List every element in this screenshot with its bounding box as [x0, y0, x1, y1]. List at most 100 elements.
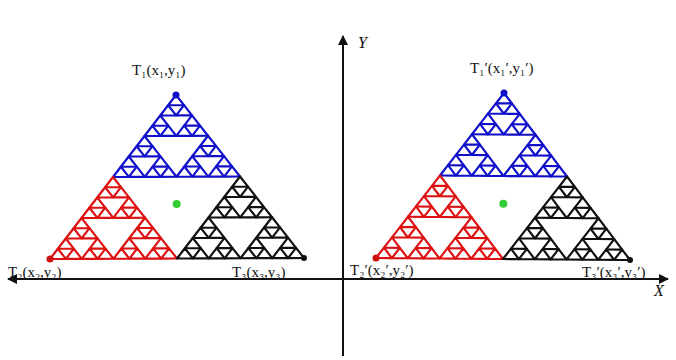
vertex-label: T₂′(x₂′,y₂′): [350, 262, 413, 279]
fractal-triangle: [551, 187, 567, 197]
fractal-triangle: [256, 228, 272, 238]
fractal-triangle: [121, 238, 137, 248]
fractal-triangle: [248, 197, 264, 207]
fractal-triangle: [153, 156, 169, 166]
fractal-triangle: [66, 249, 82, 259]
fractal-triangle: [519, 228, 535, 238]
fractal-triangle: [264, 217, 280, 227]
fractal-triangle: [209, 248, 225, 258]
fractal-triangle: [606, 239, 622, 249]
fractal-triangle: [528, 135, 544, 145]
fractal-triangle: [480, 155, 496, 165]
fractal-triangle: [504, 103, 520, 113]
fractal-triangle: [440, 248, 456, 258]
fractal-triangle: [511, 238, 527, 248]
fractal-triangle: [464, 217, 480, 227]
fractal-triangle: [184, 115, 200, 125]
vertex-dot: [627, 257, 633, 263]
fractal-triangle: [456, 228, 472, 238]
fractal-triangle: [527, 218, 543, 228]
fractal-triangle: [598, 249, 614, 259]
fractal-triangle: [512, 114, 528, 124]
fractal-triangle: [97, 208, 113, 218]
fractal-triangle: [113, 187, 129, 197]
vertex-label: T₁(x₁,y₁): [132, 62, 186, 79]
fractal-triangle: [90, 238, 106, 248]
fractal-triangle: [121, 197, 137, 207]
fractal-triangle: [225, 248, 241, 258]
fractal-triangle: [488, 103, 504, 113]
fractal-triangle: [535, 228, 551, 238]
fractal-triangle: [448, 155, 464, 165]
fractal-triangle: [82, 208, 98, 218]
fractal-triangle: [74, 218, 90, 228]
fractal-triangle: [559, 177, 575, 187]
fractal-triangle: [416, 196, 432, 206]
fractal-triangle: [598, 229, 614, 239]
fractal-triangle: [520, 145, 536, 155]
fractal-triangle: [512, 155, 528, 165]
fractal-triangle: [575, 239, 591, 249]
fractal-triangle: [192, 166, 208, 176]
fractal-triangle: [471, 228, 487, 238]
fractal-triangle: [153, 238, 169, 248]
fractal-triangle: [114, 249, 130, 259]
fractal-triangle: [217, 238, 233, 248]
fractal-triangle: [519, 249, 535, 259]
fractal-triangle: [448, 196, 464, 206]
fractal-triangle: [160, 126, 176, 136]
fractal-triangle: [440, 165, 456, 175]
fractal-triangle: [456, 165, 472, 175]
fractal-triangle: [543, 156, 559, 166]
fractal-triangle: [129, 228, 145, 238]
fractal-triangle: [472, 165, 488, 175]
fractal-triangle: [113, 167, 129, 177]
fractal-triangle: [160, 105, 176, 115]
fractal-triangle: [456, 145, 472, 155]
fractal-triangle: [201, 218, 217, 228]
fractal-triangle: [432, 176, 448, 186]
fractal-triangle: [256, 207, 272, 217]
fractal-triangle: [145, 126, 161, 136]
fractal-triangle: [464, 134, 480, 144]
fractal-triangle: [520, 124, 536, 134]
vertex-dot: [173, 92, 180, 99]
fractal-triangle: [455, 248, 471, 258]
fractal-triangle: [535, 207, 551, 217]
fractal-triangle: [503, 249, 519, 259]
fractal-triangle: [551, 249, 567, 259]
fractal-triangle: [583, 229, 599, 239]
fractal-triangle: [551, 208, 567, 218]
fractal-triangle: [129, 167, 145, 177]
fractal-triangle: [209, 228, 225, 238]
fractal-triangle: [535, 249, 551, 259]
fractal-triangle: [152, 116, 168, 126]
fractal-triangle: [137, 136, 153, 146]
fractal-triangle: [543, 239, 559, 249]
fractal-triangle: [145, 228, 161, 238]
vertex-dot: [47, 256, 54, 263]
fractal-triangle: [208, 146, 224, 156]
fractal-triangle: [488, 166, 504, 176]
fractal-triangle: [280, 238, 296, 248]
fractal-triangle: [256, 248, 272, 258]
fractal-triangle: [248, 238, 264, 248]
fractal-triangle: [177, 248, 193, 258]
fractal-triangle: [97, 187, 113, 197]
fractal-triangle: [145, 248, 161, 258]
fractal-triangle: [193, 248, 209, 258]
fractal-triangle: [567, 208, 583, 218]
fractal-triangle: [408, 227, 424, 237]
fractal-triangle: [224, 166, 240, 176]
fractal-triangle: [208, 166, 224, 176]
fractal-triangle: [488, 124, 504, 134]
fractal-triangle: [176, 126, 192, 136]
vertex-label: T₁′(x₁′,y₁′): [470, 60, 533, 77]
fractal-triangle: [66, 228, 82, 238]
axis-label: Y: [358, 34, 367, 52]
fractal-triangle: [504, 166, 520, 176]
fractal-triangle: [129, 146, 145, 156]
fractal-triangle: [440, 186, 456, 196]
fractal-triangle: [575, 197, 591, 207]
